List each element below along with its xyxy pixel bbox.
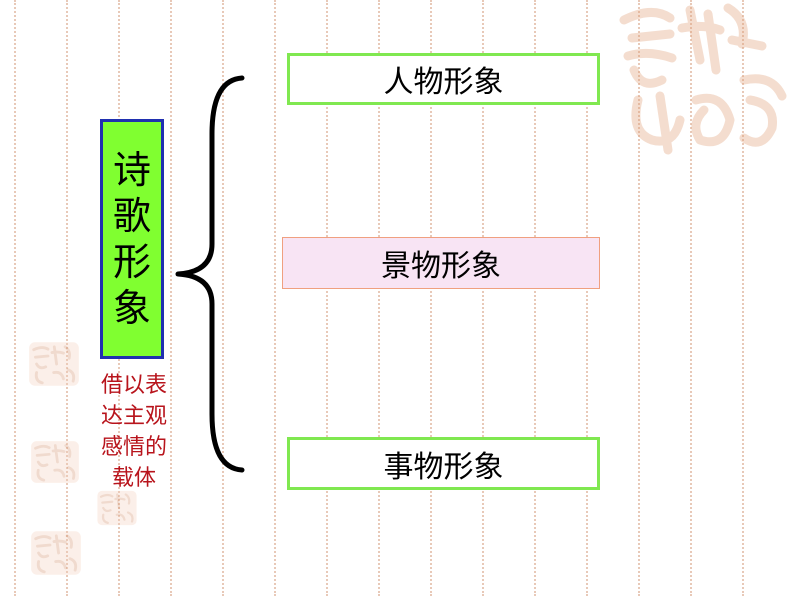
category-label: 人物形象 xyxy=(383,65,504,100)
curly-brace xyxy=(175,75,245,473)
main-concept-char: 象 xyxy=(112,286,151,330)
dotted-line xyxy=(274,0,276,596)
dotted-line xyxy=(378,0,380,596)
dotted-line xyxy=(430,0,432,596)
caption-line: 达主观 xyxy=(100,404,167,429)
dotted-line xyxy=(326,0,328,596)
category-box-objects: 事物形象 xyxy=(287,437,600,490)
dotted-line xyxy=(742,0,744,596)
dotted-line xyxy=(482,0,484,596)
main-concept-box: 诗 歌 形 象 xyxy=(100,119,164,359)
dotted-line xyxy=(170,0,172,596)
main-concept-char: 歌 xyxy=(112,194,151,238)
seal-stamp-icon xyxy=(619,3,787,155)
category-box-scenery: 景物形象 xyxy=(282,237,600,289)
dotted-line xyxy=(222,0,224,596)
category-label: 事物形象 xyxy=(383,449,504,485)
caption-line: 载体 xyxy=(111,466,156,491)
seal-stamp-icon xyxy=(31,531,81,575)
dotted-line xyxy=(14,0,16,596)
category-box-people: 人物形象 xyxy=(287,53,600,105)
caption-line: 借以表 xyxy=(100,373,167,398)
seal-stamp-icon xyxy=(97,490,137,526)
caption-line: 感情的 xyxy=(100,435,167,460)
dotted-line xyxy=(638,0,640,596)
main-concept-char: 诗 xyxy=(112,148,151,192)
dotted-line xyxy=(534,0,536,596)
dotted-line xyxy=(586,0,588,596)
category-label: 景物形象 xyxy=(381,249,501,284)
main-concept-char: 形 xyxy=(112,240,151,284)
seal-stamp-icon xyxy=(29,342,79,386)
seal-stamp-icon xyxy=(31,441,79,483)
dotted-line xyxy=(690,0,692,596)
dotted-line xyxy=(66,0,68,596)
definition-caption: 借以表 达主观 感情的 载体 xyxy=(88,370,180,494)
